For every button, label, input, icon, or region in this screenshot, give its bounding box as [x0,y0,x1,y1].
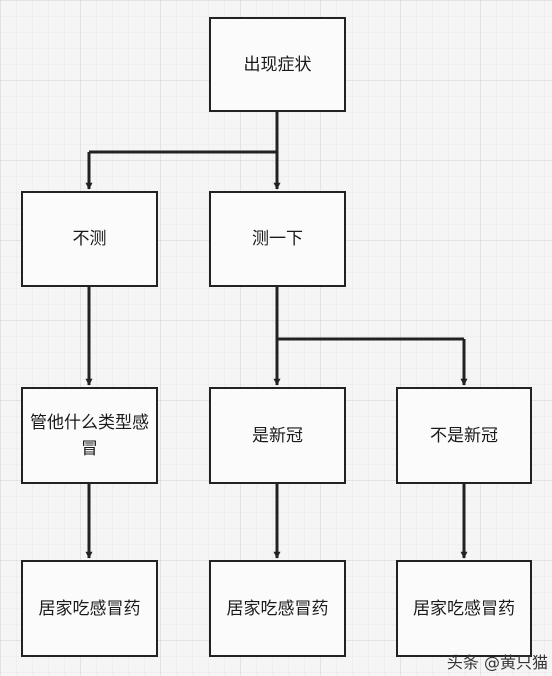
node-cold-medicine-middle: 居家吃感冒药 [209,560,346,657]
watermark: 头条 @黄只猫 [446,653,548,672]
node-whatever-type: 管他什么类型感冒 [21,387,158,484]
node-cold-medicine-right: 居家吃感冒药 [396,560,532,657]
node-symptoms: 出现症状 [209,17,346,112]
node-not-covid: 不是新冠 [396,387,532,484]
node-is-covid: 是新冠 [209,387,346,484]
node-test: 测一下 [209,191,346,287]
node-cold-medicine-left: 居家吃感冒药 [21,560,158,657]
node-no-test: 不测 [21,191,158,287]
